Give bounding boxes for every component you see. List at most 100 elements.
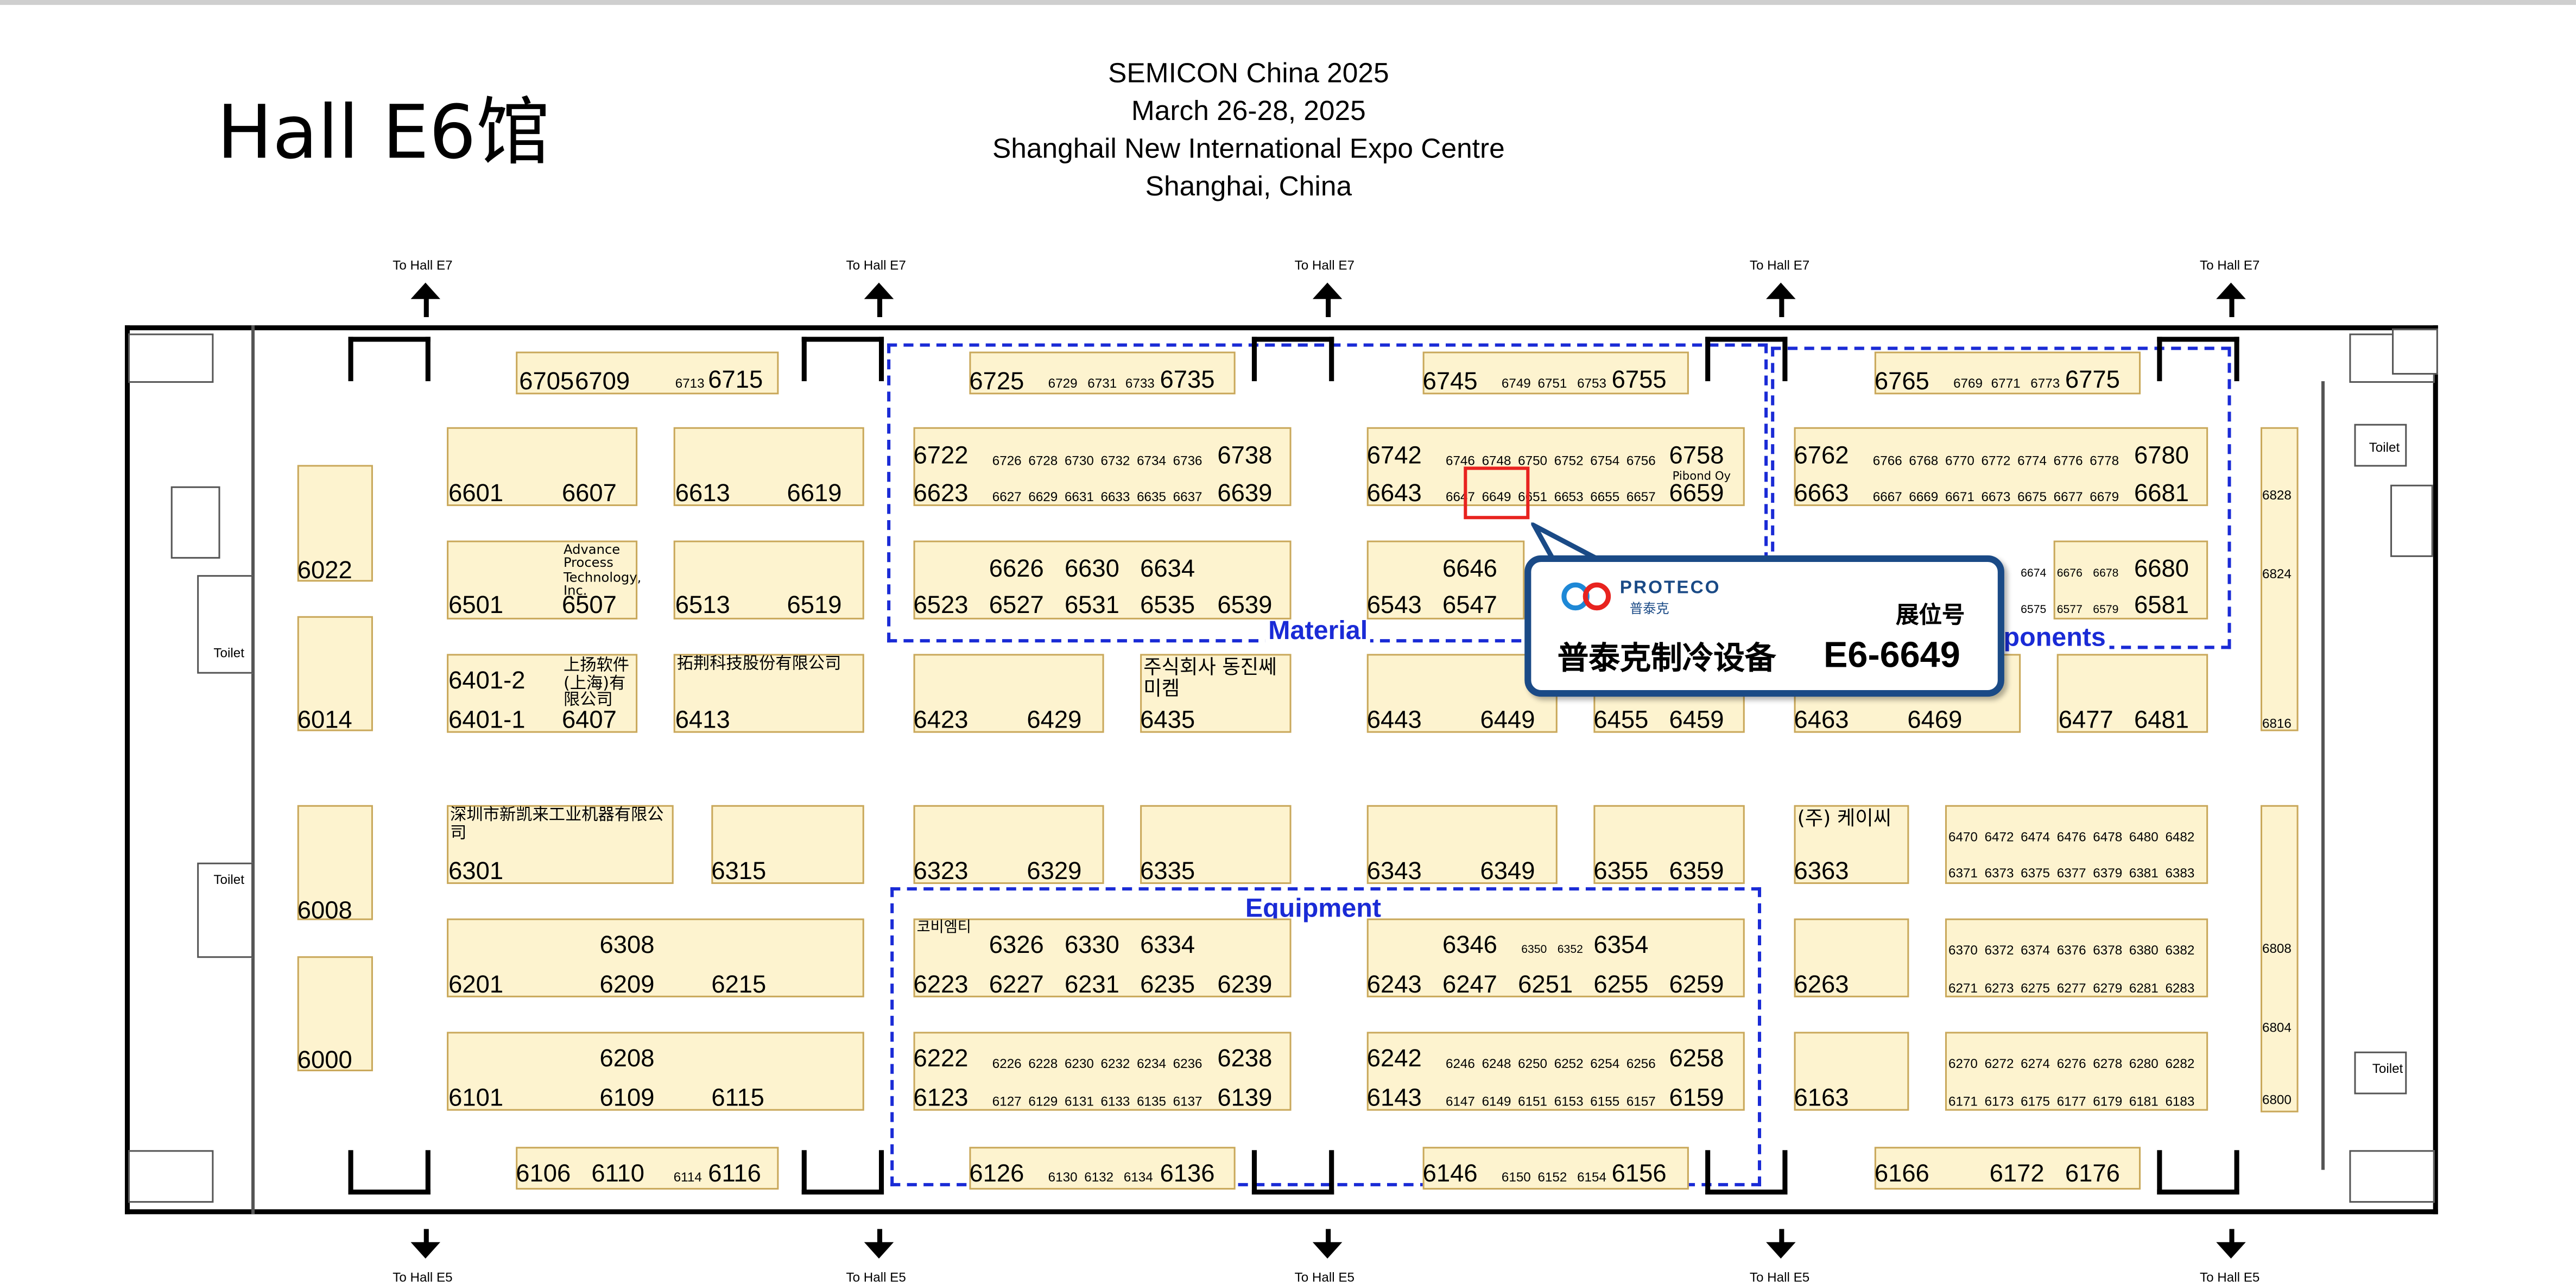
service-corridor-west [251,325,255,1215]
booth-number-6762: 6762 [1794,442,1849,470]
booth-number-6343: 6343 [1366,857,1422,886]
hall-wall-south [124,1209,2438,1215]
booth-number-6276: 6276 [2056,1056,2086,1072]
booth-number-6601: 6601 [448,479,504,508]
booth-block [1366,1032,1745,1111]
booth-number-6151: 6151 [1518,1094,1548,1109]
booth-number-6816: 6816 [2262,716,2292,731]
booth-block [1422,351,1689,395]
booth-number-6382: 6382 [2165,943,2195,958]
booth-number-6753: 6753 [1577,376,1606,391]
booth-number-6745: 6745 [1422,368,1478,396]
booth-number-6480: 6480 [2129,830,2159,845]
booth-number-6377: 6377 [2056,865,2086,881]
booth-number-6455: 6455 [1593,706,1649,735]
booth-number-6649: 6649 [1482,489,1511,505]
booth-number-6766: 6766 [1872,453,1902,469]
booth-number-6248: 6248 [1482,1056,1511,1072]
booth-number-6773: 6773 [2030,376,2060,391]
highlighted-booth-marker [1464,466,1530,520]
booth-number-6808: 6808 [2262,941,2292,957]
booth-number-6732: 6732 [1100,453,1130,469]
booth-block [447,1032,864,1111]
exit-arrow-stem [2229,297,2235,318]
booth-number-6769: 6769 [1953,376,1983,391]
booth-number-6655: 6655 [1590,489,1620,505]
booth-number-6256: 6256 [1626,1056,1656,1072]
booth-number-6435: 6435 [1140,706,1195,735]
booth-number-6159: 6159 [1669,1084,1724,1113]
booth-number-6209: 6209 [599,971,655,999]
booth-number-6139: 6139 [1217,1084,1273,1113]
booth-number-6375: 6375 [2021,865,2050,881]
booth-block [447,540,638,620]
booth-number-6175: 6175 [2021,1094,2050,1109]
booth-number-6208: 6208 [599,1045,655,1073]
booth-number-6147: 6147 [1446,1094,1475,1109]
booth-number-6132: 6132 [1084,1170,1114,1185]
booth-number-6613: 6613 [675,479,730,508]
booth-number-6137: 6137 [1173,1094,1202,1109]
exit-arrow-up-icon [1312,282,1343,299]
booth-block [2260,805,2299,1113]
booth-number-6731: 6731 [1087,376,1117,391]
booth-number-6639: 6639 [1217,479,1273,508]
booth-number-6725: 6725 [969,368,1024,396]
booth-number-6378: 6378 [2093,943,2123,958]
booth-number-6531: 6531 [1064,591,1119,620]
booth-number-6527: 6527 [989,591,1044,620]
stairwell-room [128,333,214,383]
booth-number-6116: 6116 [708,1160,761,1188]
stairwell-room [128,1150,214,1203]
callout-booth-number: E6-6649 [1824,634,1960,675]
exit-arrow-stem [877,1229,883,1246]
exit-label-south: To Hall E5 [1749,1270,1810,1283]
exit-label-north: To Hall E7 [2200,258,2260,273]
booth-number-6254: 6254 [1590,1056,1620,1072]
booth-number-6423: 6423 [913,706,969,735]
booth-number-6507: 6507 [561,591,617,620]
booth-number-6756: 6756 [1626,453,1656,469]
booth-number-6372: 6372 [1984,943,2014,958]
booth-number-6123: 6123 [913,1084,969,1113]
booth-number-6513: 6513 [675,591,730,620]
booth-number-6633: 6633 [1100,489,1130,505]
booth-number-6667: 6667 [1872,489,1902,505]
booth-block [913,427,1292,507]
booth-block [2260,427,2299,731]
booth-number-6273: 6273 [1984,981,2014,996]
booth-number-6258: 6258 [1669,1045,1724,1073]
booth-number-6115: 6115 [711,1084,764,1113]
booth-number-6355: 6355 [1593,857,1649,886]
booth-number-6275: 6275 [2021,981,2050,996]
booth-number-6227: 6227 [989,971,1044,999]
zone-material-label: Material [1265,618,1371,646]
booth-block [673,427,864,507]
booth-block [297,465,373,582]
booth-block [673,540,864,620]
booth-number-6478: 6478 [2093,830,2123,845]
booth-number-6651: 6651 [1518,489,1548,505]
booth-number-6008: 6008 [297,897,352,925]
exit-arrow-up-icon [1766,282,1796,299]
booth-number-6376: 6376 [2056,943,2086,958]
booth-block [1366,427,1745,507]
booth-block [969,351,1236,395]
booth-block [1874,351,2141,395]
booth-number-6129: 6129 [1028,1094,1058,1109]
callout-company: 普泰克制冷设备 [1557,641,1776,677]
booth-number-6575: 6575 [2021,604,2047,616]
booth-number-6000: 6000 [297,1046,352,1075]
booth-number-6669: 6669 [1909,489,1939,505]
booth-block [1794,427,2208,507]
booth-number-6607: 6607 [561,479,617,508]
booth-number-6705: 6705 [519,368,574,396]
booth-number-6407: 6407 [561,706,617,735]
booth-number-6179: 6179 [2093,1094,2123,1109]
booth-number-6153: 6153 [1554,1094,1584,1109]
exit-arrow-stem [423,1229,429,1246]
booth-number-6748: 6748 [1482,453,1511,469]
booth-number-6135: 6135 [1137,1094,1166,1109]
booth-number-6746: 6746 [1446,453,1475,469]
event-name: SEMICON China 2025 [1108,57,1389,89]
